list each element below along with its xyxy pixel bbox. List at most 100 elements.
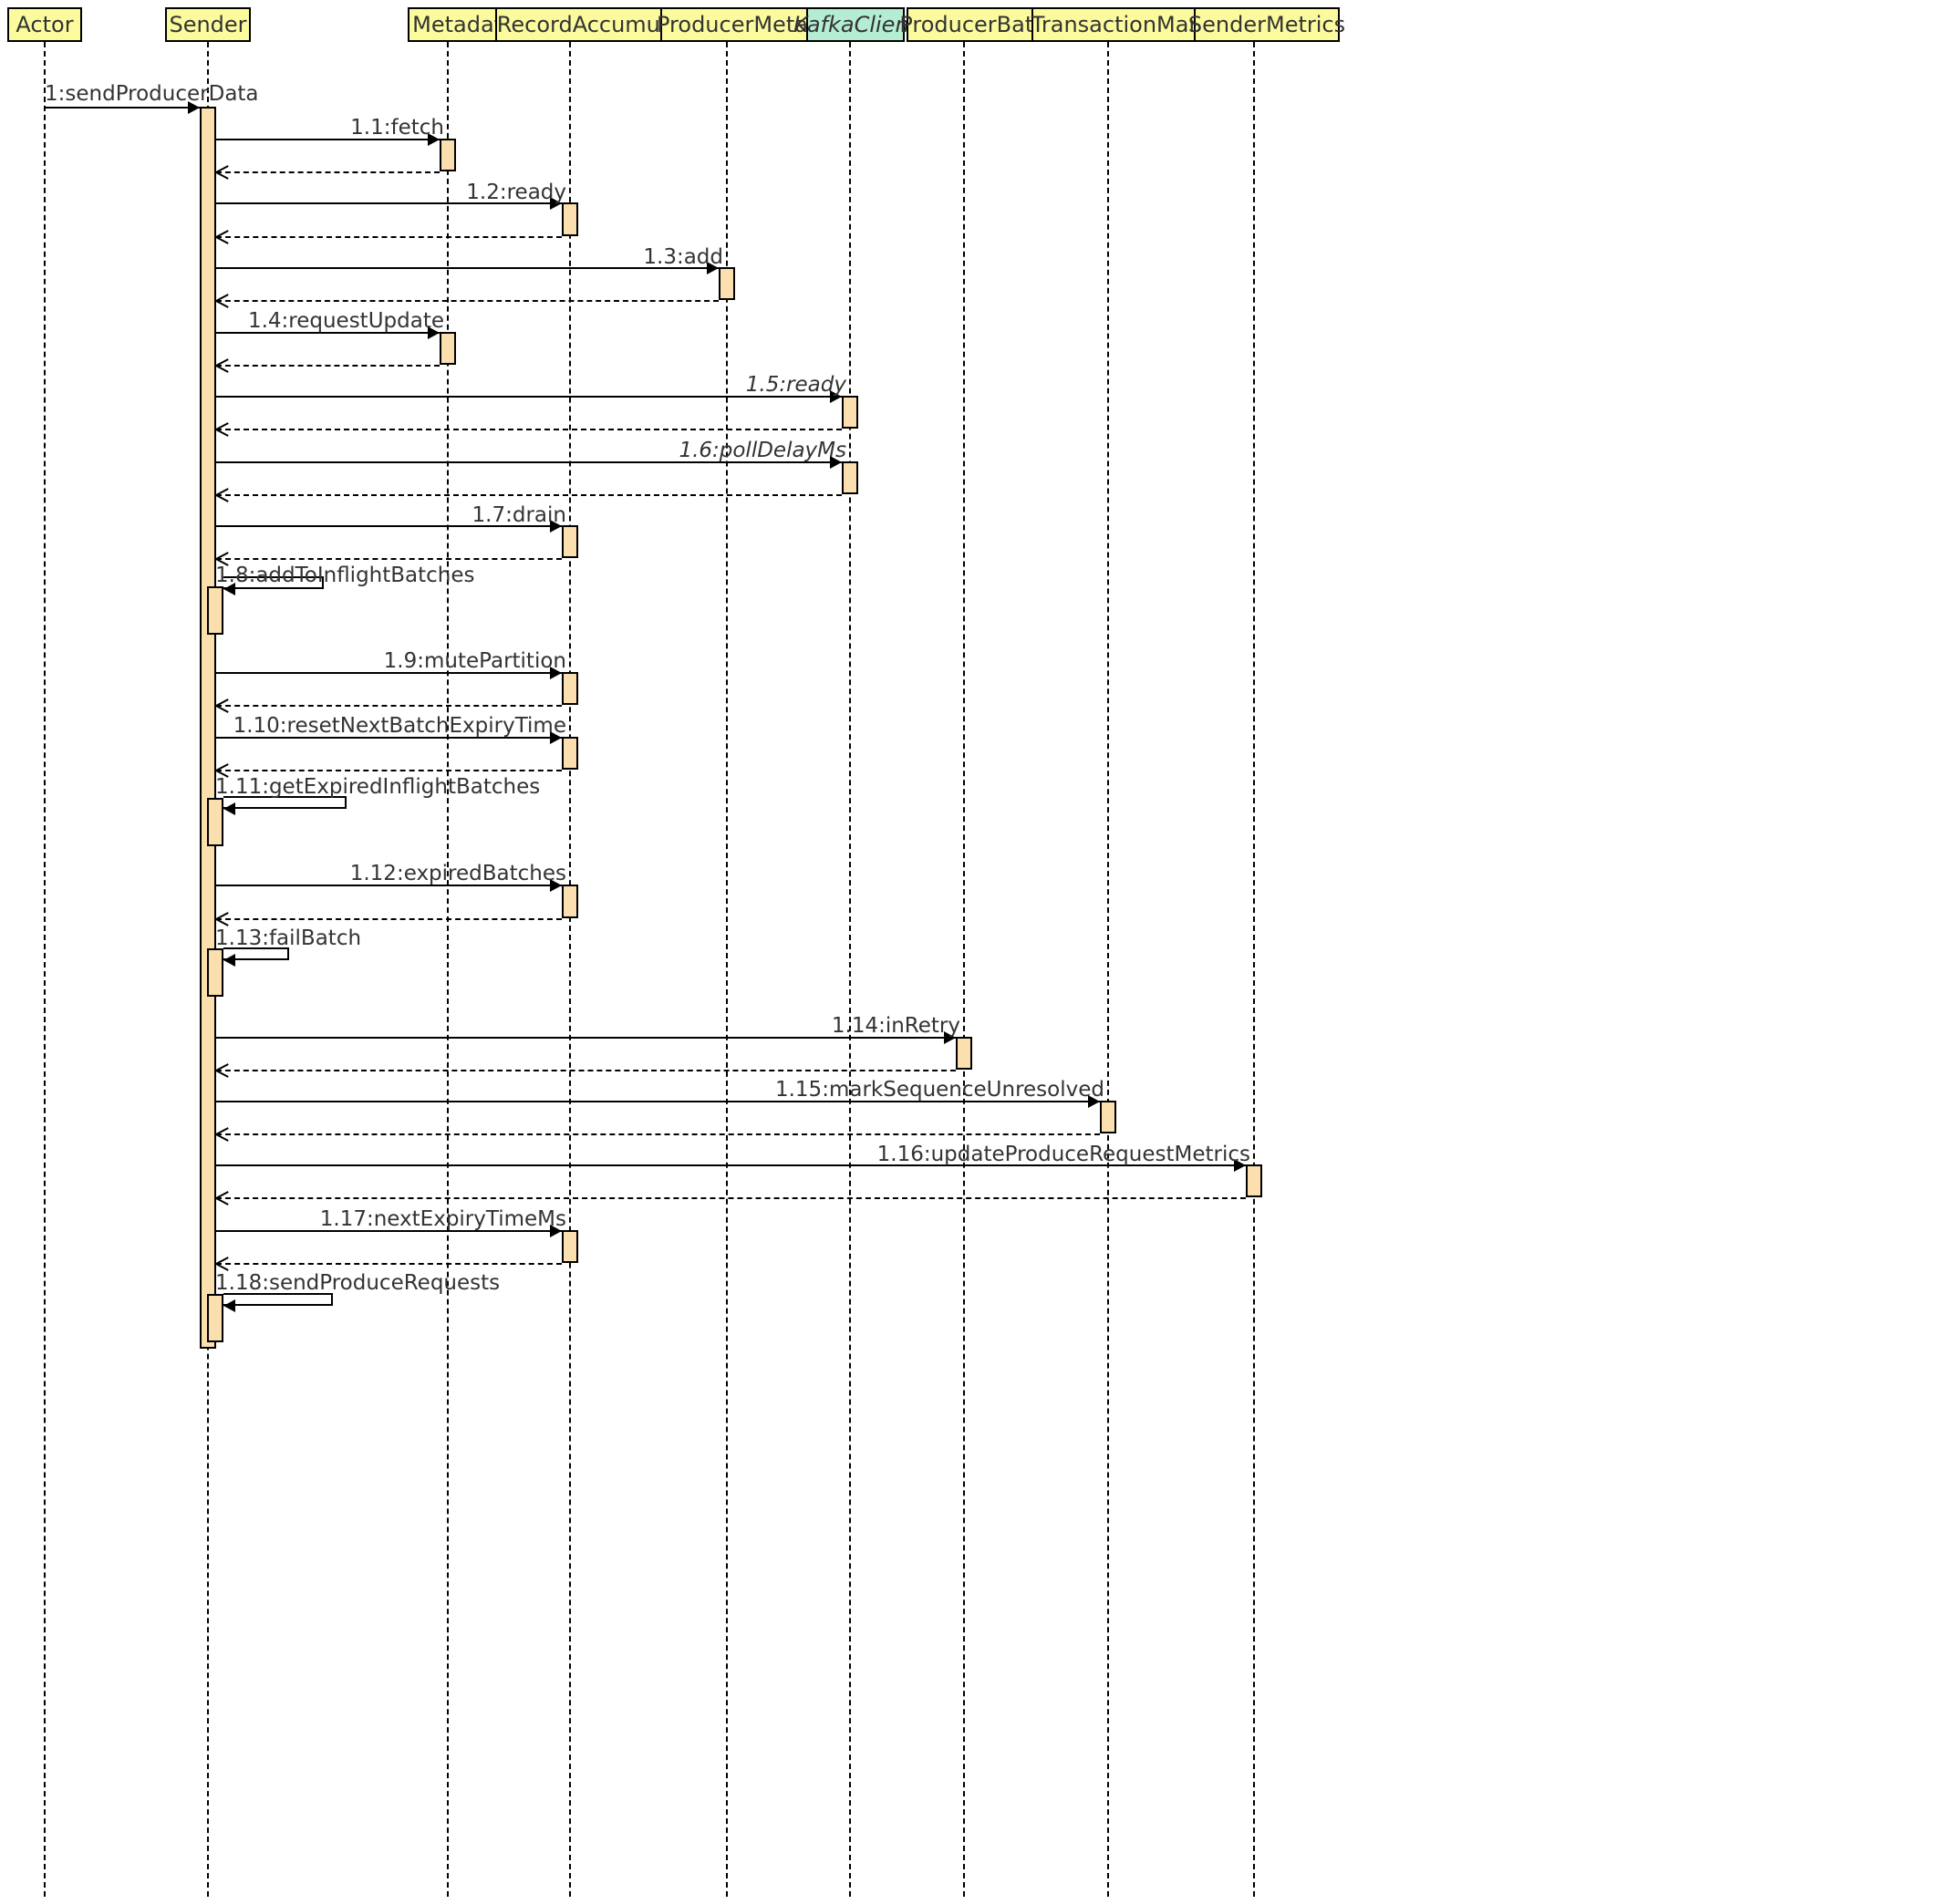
arrowhead-1.3 <box>707 262 719 274</box>
message-line-1.16r <box>216 1197 1246 1199</box>
lifeline-producermetadata <box>726 42 728 1897</box>
return-arrowhead-1.12r <box>216 911 229 926</box>
message-label-1.2: 1.2:ready <box>466 181 566 204</box>
message-label-1.10: 1.10:resetNextBatchExpiryTime <box>233 714 566 738</box>
participant-actor[interactable]: Actor <box>7 7 82 42</box>
message-label-1.15: 1.15:markSequenceUnresolved <box>774 1078 1104 1102</box>
message-line-1.1 <box>216 139 440 140</box>
message-label-1.1: 1.1:fetch <box>350 116 444 140</box>
message-label-1.4: 1.4:requestUpdate <box>247 309 444 333</box>
message-line-1.15r <box>216 1133 1100 1135</box>
message-label-1.13: 1.13:failBatch <box>215 926 362 950</box>
arrowhead-1.1 <box>428 133 440 146</box>
participant-label: SenderMetrics <box>1187 12 1346 37</box>
activation-bar-transactionmanager <box>1100 1101 1116 1133</box>
return-arrowhead-1.3r <box>216 293 229 307</box>
lifeline-actor <box>44 42 46 1897</box>
message-line-1.17 <box>216 1230 562 1232</box>
activation-bar-metadata <box>440 332 456 365</box>
arrowhead-1.7 <box>550 520 562 533</box>
message-line-1.3r <box>216 300 719 302</box>
message-line-1.4 <box>216 332 440 334</box>
participant-kafkaclient[interactable]: KafkaClient <box>793 7 917 42</box>
return-arrowhead-1.6r <box>216 487 229 502</box>
arrowhead-1.5 <box>830 390 842 403</box>
participant-sender[interactable]: Sender <box>165 7 251 42</box>
message-line-1.5r <box>216 429 842 430</box>
arrowhead-1.14 <box>944 1031 956 1044</box>
activation-bar-producermetadata <box>719 267 735 300</box>
nested-activation-1.13 <box>207 948 223 997</box>
activation-bar-producerbatch <box>956 1037 972 1070</box>
arrowhead-1.9 <box>550 667 562 679</box>
lifeline-sendermetrics <box>1253 42 1255 1897</box>
message-line-1.1r <box>216 171 440 173</box>
activation-bar-recordaccumulator <box>562 672 578 705</box>
message-line-1.14 <box>216 1037 956 1039</box>
message-label-1.7: 1.7:drain <box>472 503 566 527</box>
self-call-1.13 <box>223 947 289 960</box>
message-label-1.12: 1.12:expiredBatches <box>349 862 566 885</box>
self-call-1.18 <box>223 1293 333 1306</box>
activation-bar-sender <box>200 107 216 1349</box>
message-label-1.6: 1.6:pollDelayMs <box>679 439 846 462</box>
lifeline-recordaccumulator <box>569 42 571 1897</box>
message-line-1.12r <box>216 918 562 920</box>
message-line-1.4r <box>216 365 440 367</box>
message-label-1.11: 1.11:getExpiredInflightBatches <box>215 775 541 799</box>
message-line-1.6 <box>216 461 842 463</box>
participant-label: Sender <box>169 12 247 37</box>
message-label-1: 1:sendProducerData <box>45 82 259 106</box>
message-label-1.16: 1.16:updateProduceRequestMetrics <box>876 1143 1250 1166</box>
message-line-1.10r <box>216 770 562 771</box>
return-arrowhead-1.16r <box>216 1190 229 1205</box>
activation-bar-kafkaclient <box>842 396 858 429</box>
self-call-1.11 <box>223 796 347 809</box>
activation-bar-recordaccumulator <box>562 1230 578 1263</box>
arrowhead-1.6 <box>830 456 842 469</box>
arrowhead-1.2 <box>550 197 562 210</box>
message-line-1.3 <box>216 267 719 269</box>
message-line-1.10 <box>216 737 562 739</box>
activation-bar-sendermetrics <box>1246 1164 1262 1197</box>
activation-bar-recordaccumulator <box>562 885 578 918</box>
message-label-1.14: 1.14:inRetry <box>831 1014 960 1038</box>
arrowhead-1.4 <box>428 326 440 339</box>
participant-label: Actor <box>16 12 74 37</box>
arrowhead-1.16 <box>1234 1159 1246 1172</box>
activation-bar-kafkaclient <box>842 461 858 494</box>
activation-bar-recordaccumulator <box>562 525 578 558</box>
arrowhead-1.11 <box>223 802 235 815</box>
self-call-1.8 <box>223 576 324 589</box>
return-arrowhead-1.2r <box>216 229 229 243</box>
arrowhead-1.18 <box>223 1299 235 1312</box>
return-arrowhead-1.4r <box>216 357 229 372</box>
message-line-1.2r <box>216 236 562 238</box>
message-line-1.12 <box>216 885 562 886</box>
participant-sendermetrics[interactable]: SenderMetrics <box>1188 7 1345 42</box>
arrowhead-1.12 <box>550 879 562 892</box>
arrowhead-1.17 <box>550 1225 562 1237</box>
message-label-1.8: 1.8:addToInflightBatches <box>215 564 475 587</box>
message-line-1.14r <box>216 1070 956 1071</box>
return-arrowhead-1.17r <box>216 1256 229 1270</box>
lifeline-transactionmanager <box>1107 42 1109 1897</box>
arrowhead-1.13 <box>223 954 235 967</box>
message-label-1.18: 1.18:sendProduceRequests <box>215 1271 501 1295</box>
return-arrowhead-1.15r <box>216 1126 229 1141</box>
return-arrowhead-1.14r <box>216 1062 229 1077</box>
participant-label: KafkaClient <box>793 12 918 37</box>
message-line-1.9 <box>216 672 562 674</box>
message-line-1.7r <box>216 558 562 560</box>
message-line-1.7 <box>216 525 562 527</box>
message-line-1.9r <box>216 705 562 707</box>
nested-activation-1.8 <box>207 586 223 635</box>
lifeline-producerbatch <box>963 42 965 1897</box>
activation-bar-recordaccumulator <box>562 737 578 770</box>
arrowhead-1 <box>188 101 200 114</box>
message-line-1.6r <box>216 494 842 496</box>
lifeline-kafkaclient <box>849 42 851 1897</box>
lifeline-metadata <box>447 42 449 1897</box>
message-line-1.16 <box>216 1164 1246 1166</box>
